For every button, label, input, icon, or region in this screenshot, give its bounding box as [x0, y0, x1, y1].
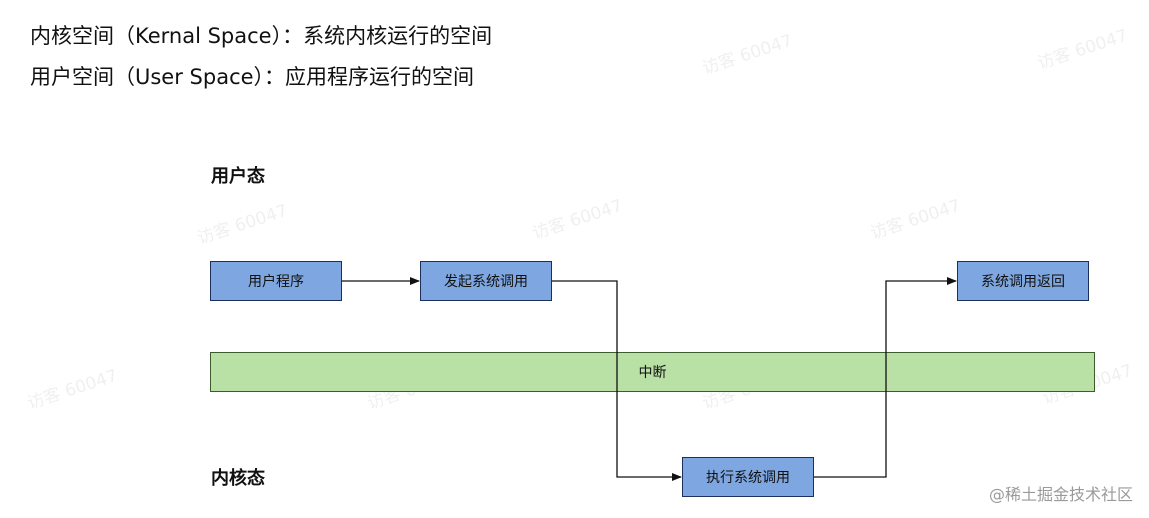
- syscall-return-label: 系统调用返回: [981, 274, 1065, 290]
- watermark: 访客 60047: [699, 30, 796, 79]
- syscall-return-box: 系统调用返回: [957, 261, 1089, 301]
- watermark: 访客 60047: [1034, 25, 1131, 74]
- watermark: 访客 60047: [529, 195, 626, 244]
- user-mode-label: 用户态: [211, 166, 265, 187]
- execute-syscall-box: 执行系统调用: [682, 457, 814, 497]
- interrupt-band: 中断: [210, 352, 1095, 392]
- kernel-mode-label: 内核态: [211, 468, 265, 489]
- user-space-definition: 用户空间（User Space）：应用程序运行的空间: [30, 65, 475, 89]
- watermark: 访客 60047: [867, 195, 964, 244]
- execute-syscall-label: 执行系统调用: [706, 470, 790, 486]
- site-credit: @稀土掘金技术社区: [988, 485, 1133, 504]
- watermark: 访客 60047: [24, 365, 121, 414]
- kernel-space-definition: 内核空间（Kernal Space）：系统内核运行的空间: [30, 24, 493, 48]
- user-program-box: 用户程序: [210, 261, 342, 301]
- initiate-syscall-label: 发起系统调用: [444, 274, 528, 290]
- user-program-label: 用户程序: [248, 274, 304, 290]
- interrupt-label: 中断: [638, 365, 667, 381]
- initiate-syscall-box: 发起系统调用: [420, 261, 552, 301]
- watermark: 访客 60047: [194, 200, 291, 249]
